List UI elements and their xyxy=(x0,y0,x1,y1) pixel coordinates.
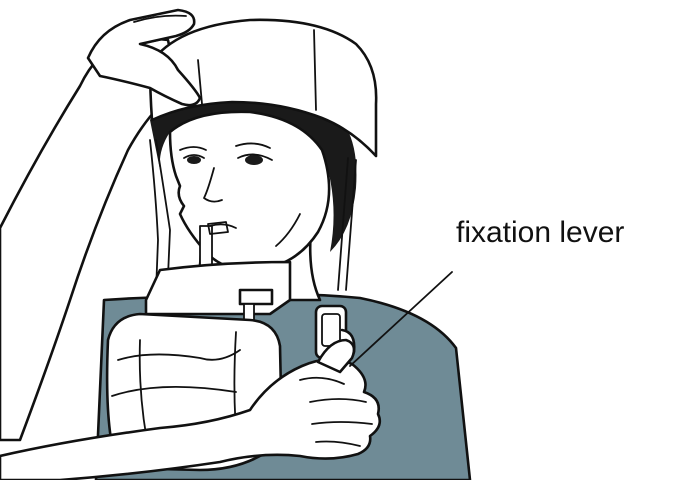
patient-face xyxy=(170,112,329,270)
fixation-lever-label: fixation lever xyxy=(456,218,624,248)
